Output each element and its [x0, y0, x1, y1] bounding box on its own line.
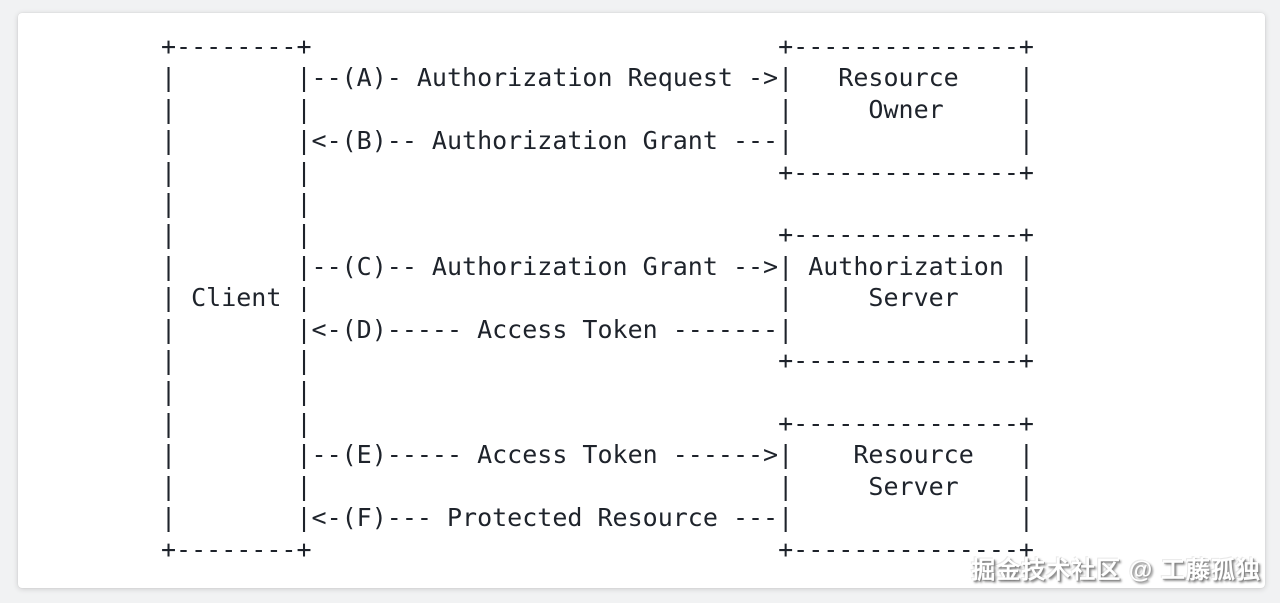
watermark: 掘金技术社区 @ 工藤孤独: [971, 557, 1261, 584]
oauth-flow-ascii-diagram: +--------+ +---------------+ | |--(A)- A…: [161, 32, 1034, 564]
content-card: +--------+ +---------------+ | |--(A)- A…: [18, 13, 1265, 588]
